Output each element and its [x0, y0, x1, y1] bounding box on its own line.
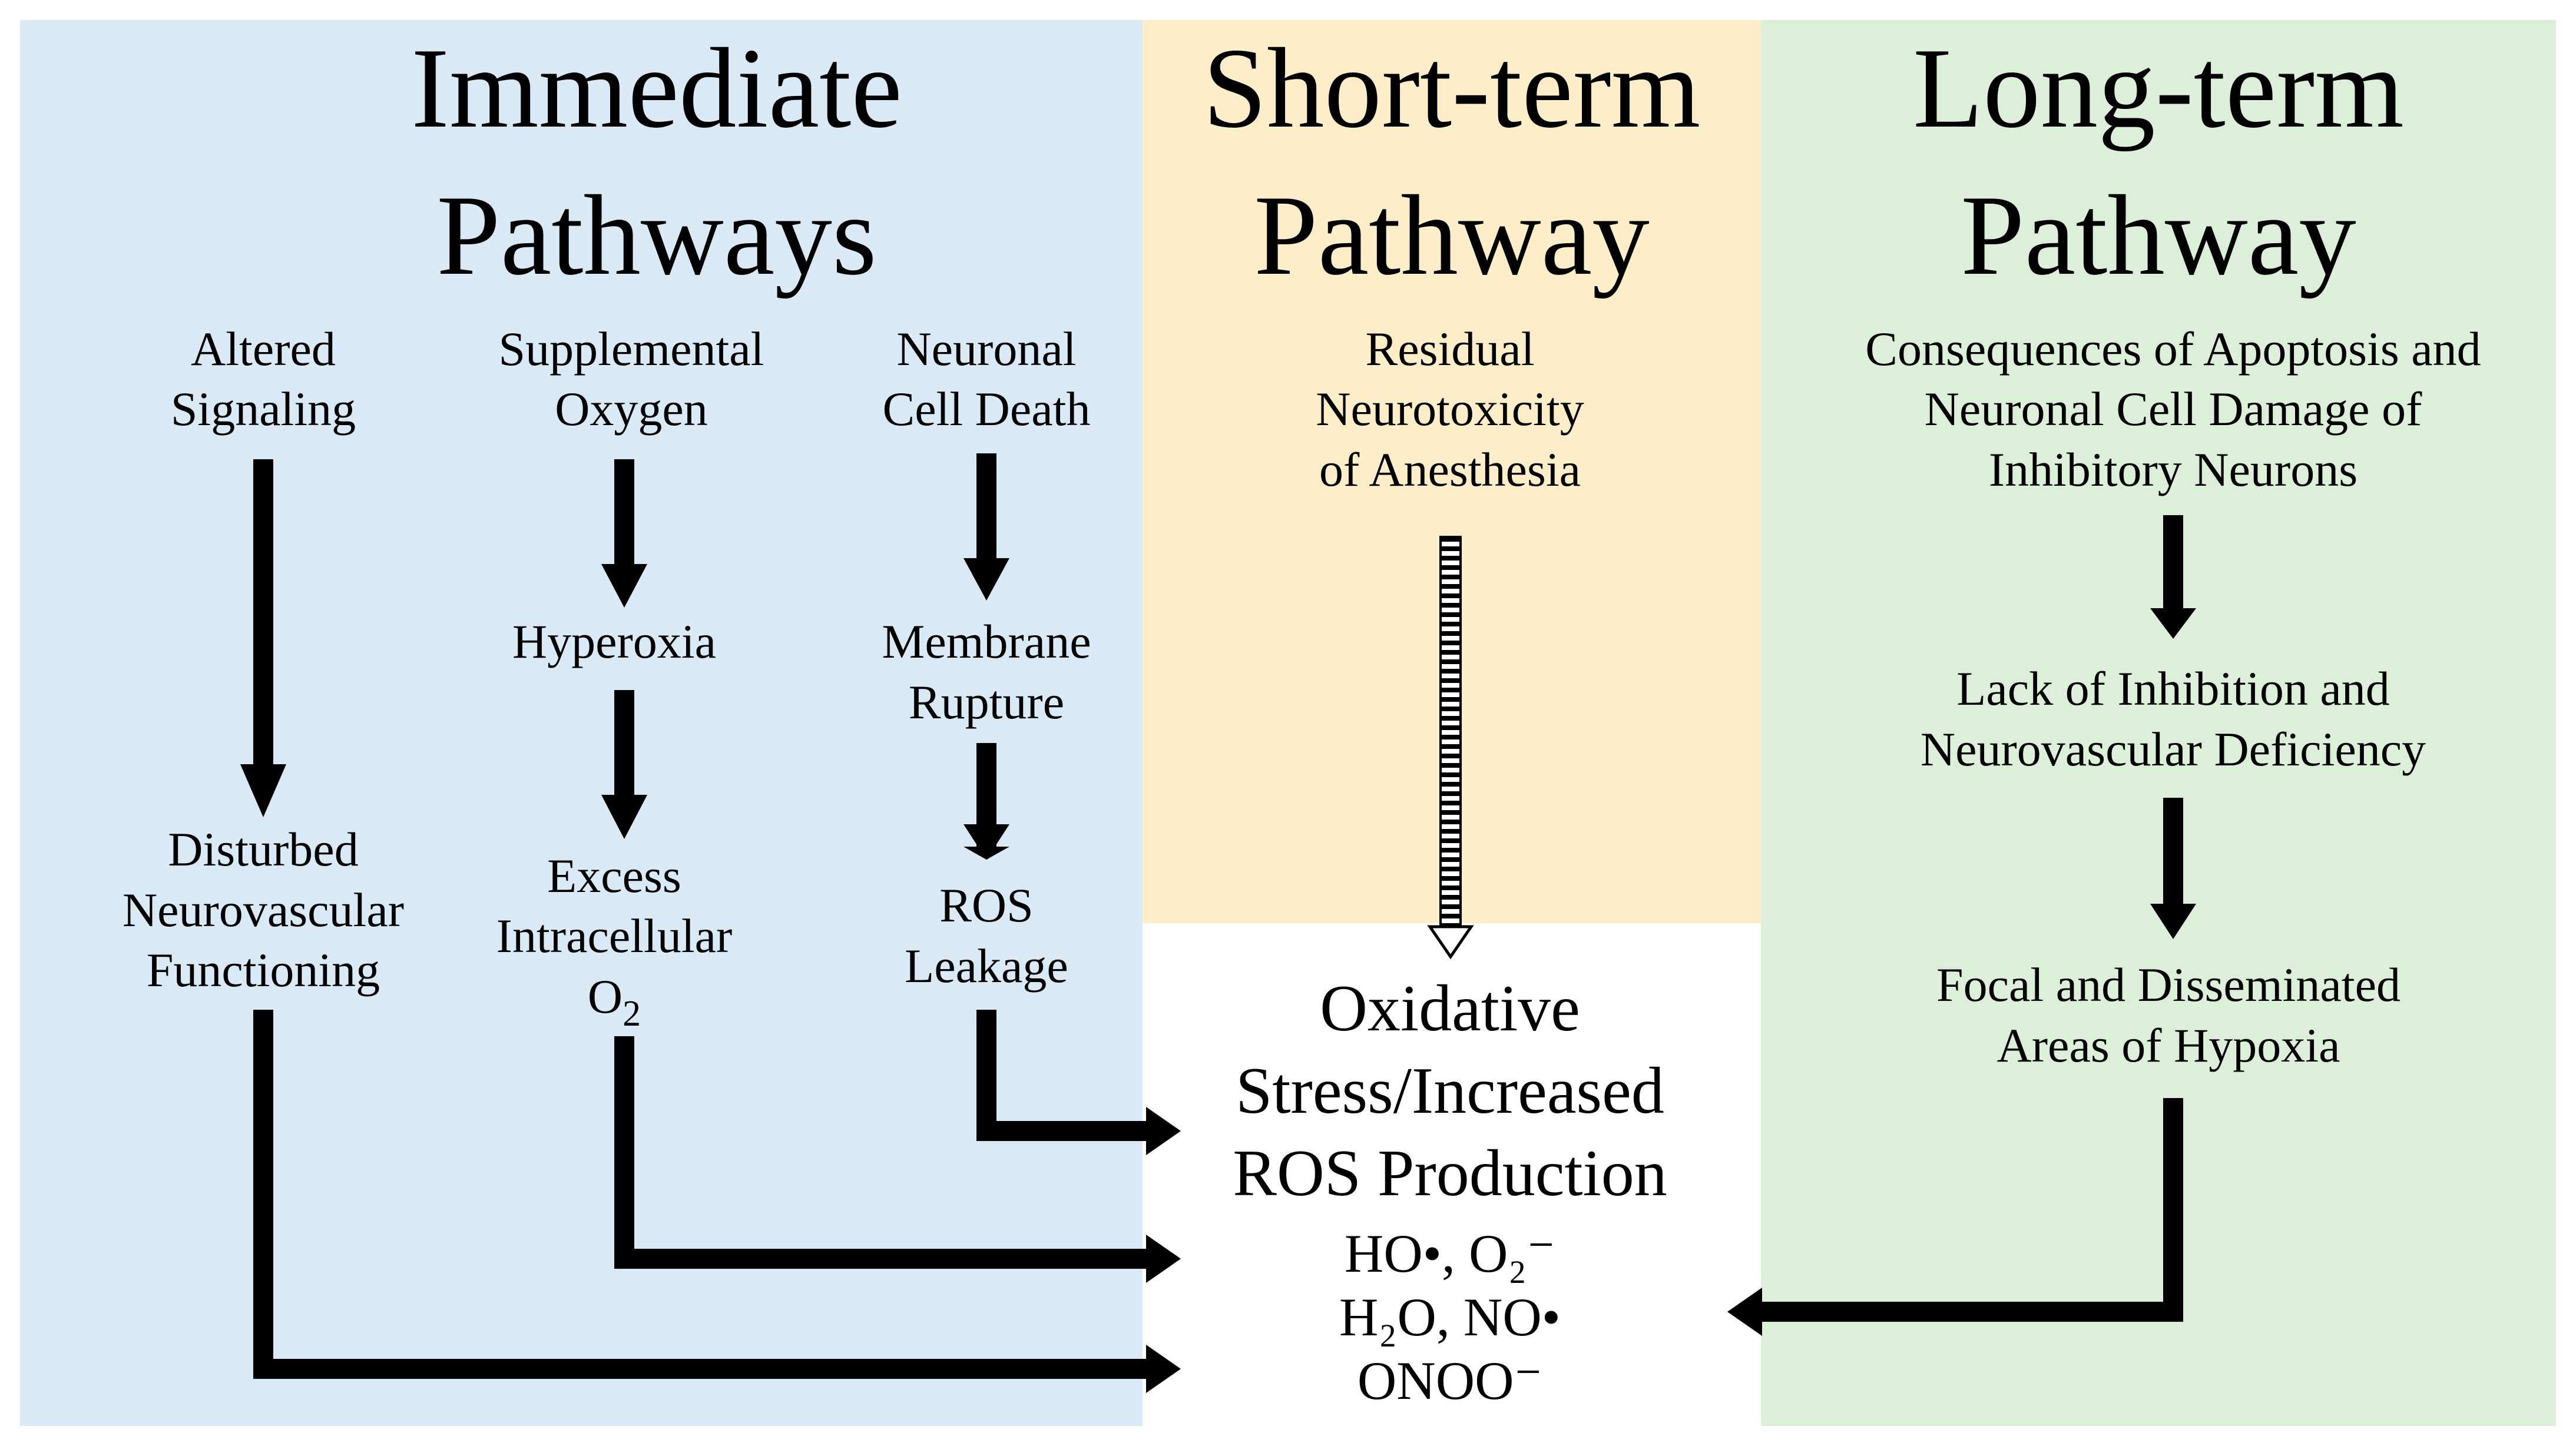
ros-species-line1: HO•, O₂⁻	[1345, 1223, 1555, 1284]
neuronal-cell-death-line1: Neuronal	[896, 322, 1076, 376]
arrow-excess-o2-to-oxidative	[614, 1036, 1181, 1283]
excess-intracellular-line1: Excess	[547, 849, 681, 903]
arrow-lack-to-focal	[2150, 798, 2196, 939]
disturbed-neurovascular-line3: Functioning	[147, 943, 380, 997]
long-term-panel	[1761, 20, 2556, 1426]
arrow-hyperoxia-to-excess	[601, 690, 647, 839]
lack-of-inhibition-line2: Neurovascular Deficiency	[1921, 722, 2426, 776]
ros-leakage-line1: ROS	[939, 878, 1034, 932]
apoptosis-consequences-line2: Neuronal Cell Damage of	[1925, 382, 2422, 436]
residual-neurotoxicity-line1: Residual	[1366, 322, 1535, 376]
supplemental-oxygen-line2: Oxygen	[555, 382, 708, 436]
oxidative-stress-line2: Stress/Increased	[1236, 1054, 1664, 1127]
residual-neurotoxicity-line3: of Anesthesia	[1319, 443, 1581, 496]
disturbed-neurovascular-line2: Neurovascular	[122, 883, 404, 937]
excess-intracellular-line2: Intracellular	[496, 909, 733, 963]
focal-hypoxia-line1: Focal and Disseminated	[1936, 958, 2400, 1011]
arrow-membrane-to-ros-leakage	[963, 743, 1009, 860]
supplemental-oxygen-line1: Supplemental	[499, 322, 764, 376]
neuronal-cell-death-line2: Cell Death	[883, 382, 1091, 436]
immediate-heading-line1: Immediate	[411, 25, 902, 152]
membrane-rupture-line1: Membrane	[882, 615, 1091, 668]
arrow-altered-to-disturbed	[240, 459, 286, 817]
altered-signaling-line2: Signaling	[171, 382, 356, 436]
short-term-heading-line1: Short-term	[1203, 25, 1701, 152]
residual-neurotoxicity-line2: Neurotoxicity	[1316, 382, 1584, 436]
disturbed-neurovascular-line1: Disturbed	[168, 823, 358, 876]
short-term-heading-line2: Pathway	[1254, 172, 1650, 299]
immediate-panel	[20, 20, 1143, 1426]
arrow-focal-hypoxia-to-oxidative	[1727, 1098, 2183, 1336]
focal-hypoxia-line2: Areas of Hypoxia	[1997, 1019, 2340, 1072]
ros-species-line2: H₂O, NO•	[1339, 1287, 1561, 1347]
apoptosis-consequences-line1: Consequences of Apoptosis and	[1865, 322, 2481, 376]
ros-leakage-line2: Leakage	[905, 939, 1068, 993]
membrane-rupture-line2: Rupture	[909, 675, 1064, 729]
lack-of-inhibition-line1: Lack of Inhibition and	[1956, 662, 2390, 715]
arrow-disturbed-to-oxidative	[253, 1010, 1181, 1393]
ros-species-line3: ONOO⁻	[1357, 1351, 1542, 1411]
arrow-apoptosis-to-lack	[2150, 515, 2196, 639]
long-term-heading-line1: Long-term	[1913, 25, 2404, 152]
arrow-ros-leakage-to-oxidative	[976, 1010, 1181, 1155]
hyperoxia-label: Hyperoxia	[512, 615, 716, 668]
oxidative-stress-line3: ROS Production	[1233, 1137, 1667, 1210]
oxidative-stress-line1: Oxidative	[1320, 972, 1580, 1045]
altered-signaling-line1: Altered	[191, 322, 336, 376]
arrow-neuronal-to-membrane	[963, 453, 1009, 601]
long-term-heading-line2: Pathway	[1961, 172, 2356, 299]
arrow-supplemental-to-hyperoxia	[601, 459, 647, 608]
excess-intracellular-line3: O2	[588, 970, 641, 1034]
apoptosis-consequences-line3: Inhibitory Neurons	[1989, 443, 2358, 496]
arrow-residual-to-oxidative-dashed	[1427, 536, 1474, 960]
immediate-heading-line2: Pathways	[436, 172, 876, 299]
